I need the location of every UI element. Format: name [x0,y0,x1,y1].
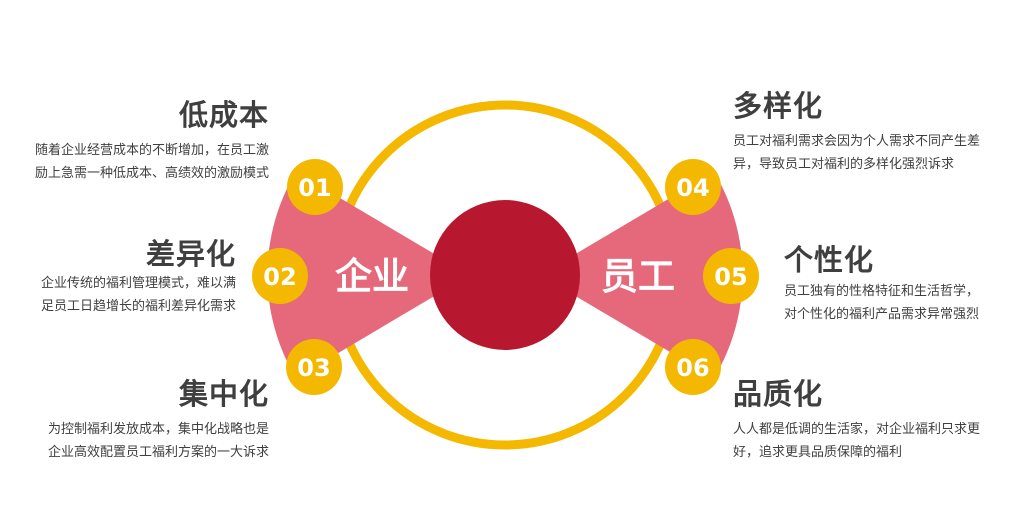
item-desc: 人人都是低调的生活家，对企业福利只求更 好，追求更具品质保障的福利 [733,422,981,460]
item-desc: 员工对福利需求会因为个人需求不同产生差 异，导致员工对福利的多样化强烈诉求 [733,134,981,172]
badge-05: 05 [703,248,759,304]
item-desc: 为控制福利发放成本，集中化战略也是 企业高效配置员工福利方案的一大诉求 [47,422,269,460]
svg-text:02: 02 [263,263,296,291]
item-desc: 企业传统的福利管理模式，难以满 足员工日趋增长的福利差异化需求 [40,276,236,314]
item-title: 集中化 [178,377,269,411]
item-personalization: 个性化 员工独有的性格特征和生活哲学， 对个性化的福利产品需求异常强烈 [784,242,1019,326]
item-title: 品质化 [733,377,824,411]
badge-02: 02 [252,248,308,304]
item-low-cost: 低成本 随着企业经营成本的不断增加，在员工激 励上急需一种低成本、高绩效的激励模… [0,97,269,185]
item-title: 低成本 [178,98,269,132]
item-title: 差异化 [145,237,236,271]
item-desc: 随着企业经营成本的不断增加，在员工激 励上急需一种低成本、高绩效的激励模式 [34,143,269,181]
badge-01: 01 [287,159,343,215]
enterprise-label: 企业 [335,255,409,298]
svg-text:05: 05 [714,263,747,291]
employee-label: 员工 [601,255,675,298]
item-title: 多样化 [733,89,824,123]
item-differentiation: 差异化 企业传统的福利管理模式，难以满 足员工日趋增长的福利差异化需求 [0,236,236,318]
right-wing [540,172,743,378]
item-centralization: 集中化 为控制福利发放成本，集中化战略也是 企业高效配置员工福利方案的一大诉求 [0,376,269,464]
svg-text:04: 04 [676,174,709,202]
item-desc: 员工独有的性格特征和生活哲学， 对个性化的福利产品需求异常强烈 [784,284,980,322]
badge-03: 03 [286,339,342,395]
svg-text:03: 03 [297,354,330,382]
svg-text:01: 01 [298,174,331,202]
item-quality: 品质化 人人都是低调的生活家，对企业福利只求更 好，追求更具品质保障的福利 [733,376,1018,464]
left-wing [267,172,470,378]
svg-text:06: 06 [676,354,709,382]
badge-04: 04 [665,159,721,215]
center-circle [430,200,580,350]
badge-06: 06 [665,339,721,395]
item-diversity: 多样化 员工对福利需求会因为个人需求不同产生差 异，导致员工对福利的多样化强烈诉… [733,88,1018,176]
item-title: 个性化 [784,243,875,277]
